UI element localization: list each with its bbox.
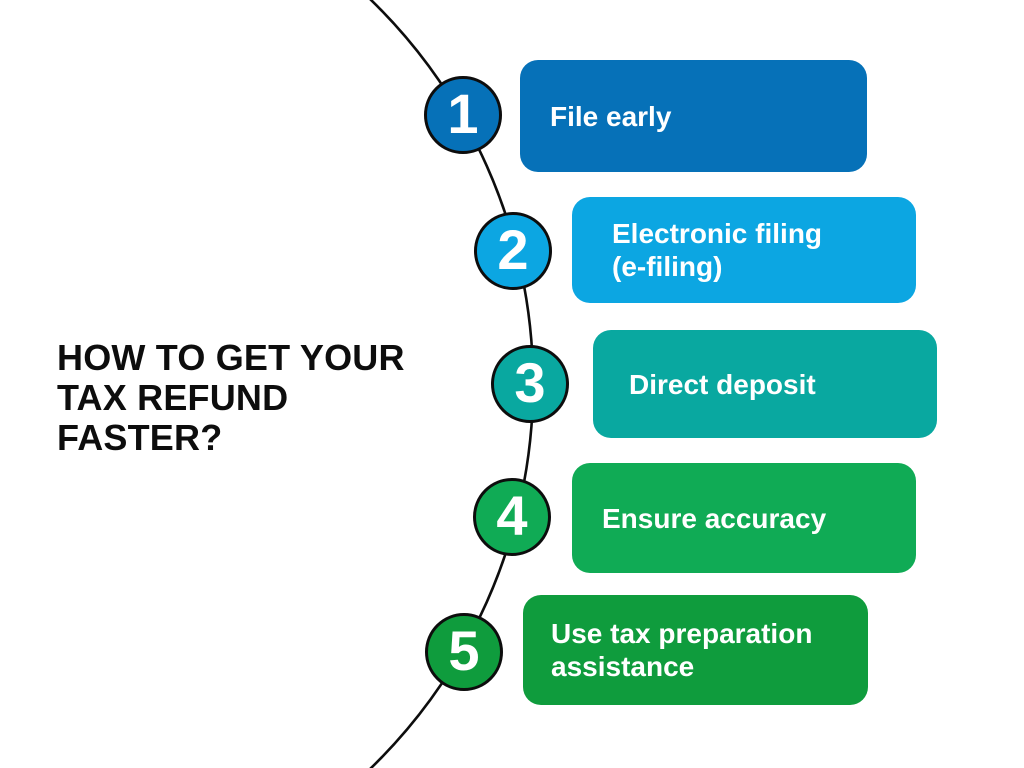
step-5-box-tax-prep-assistance: Use tax preparation assistance [523,595,868,705]
step-1-label: File early [550,100,672,132]
step-1-number: 1 [447,82,479,145]
step-3-label: Direct deposit [629,368,816,400]
step-4-box-ensure-accuracy: Ensure accuracy [572,463,916,573]
step-2-label: Electronic filing (e-filing) [612,218,823,282]
step-1-marker: 1 [424,76,502,154]
step-5-label: Use tax preparation assistance [551,618,813,682]
step-5-marker: 5 [425,613,503,691]
step-5-number: 5 [448,619,480,682]
step-1-box-file-early: File early [520,60,867,172]
step-2-number: 2 [497,218,529,281]
infographic-title: HOW TO GET YOUR TAX REFUND FASTER? [57,337,405,458]
step-2-box-electronic-filing: Electronic filing (e-filing) [572,197,916,303]
step-3-number: 3 [514,351,546,414]
step-4-number: 4 [496,484,528,547]
step-4-label: Ensure accuracy [602,502,827,534]
step-4-marker: 4 [473,478,551,556]
step-3-marker: 3 [491,345,569,423]
step-3-box-direct-deposit: Direct deposit [593,330,937,438]
step-2-marker: 2 [474,212,552,290]
